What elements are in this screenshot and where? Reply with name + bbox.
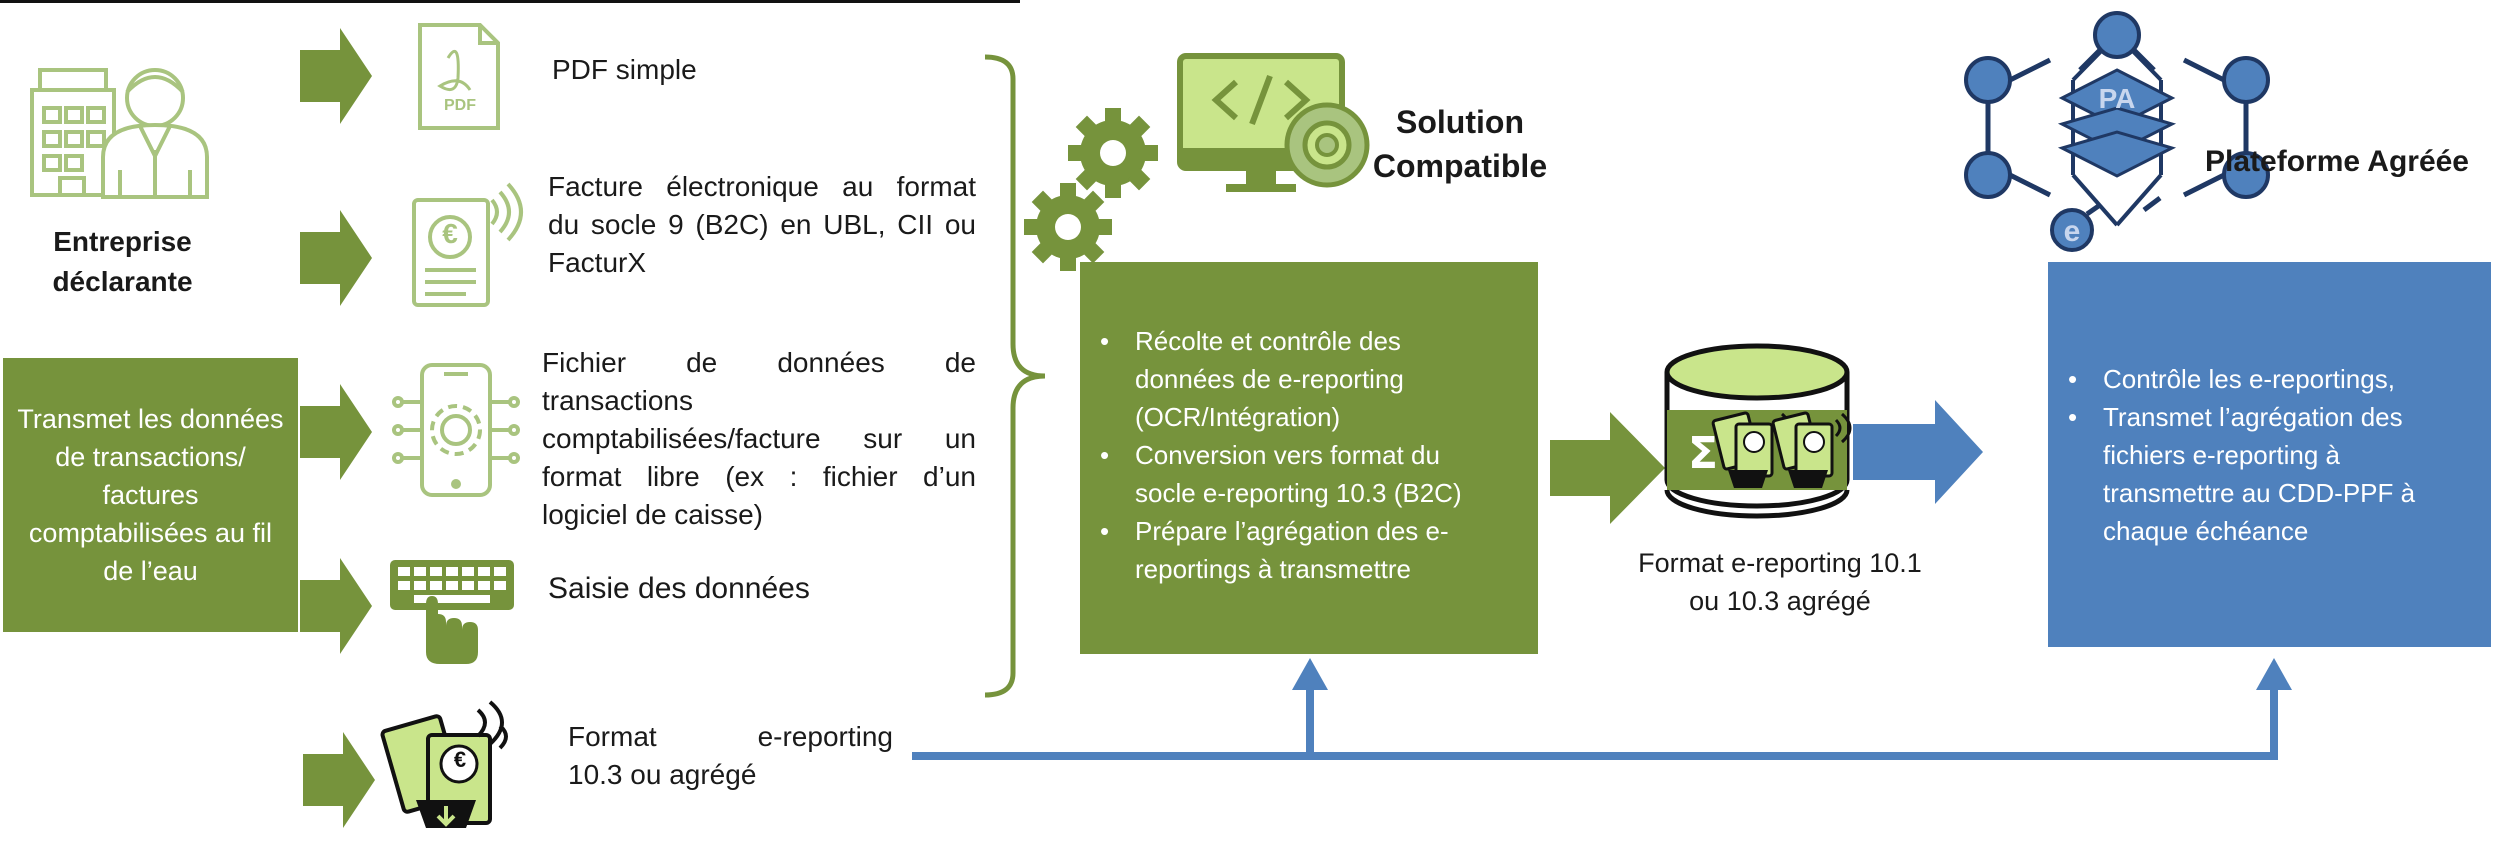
database-caption-line1: Format e-reporting 10.1 xyxy=(1638,548,1922,578)
arrow-free-format xyxy=(300,384,372,480)
solution-title-line1: Solution xyxy=(1396,104,1524,140)
database-icon: Σ xyxy=(1664,343,1852,519)
input-arrows xyxy=(300,28,375,828)
ereporting-docs-icon xyxy=(380,700,508,828)
solution-title: Solution Compatible xyxy=(1355,100,1565,188)
free-line1: Fichier de données de xyxy=(542,347,976,378)
plateforme-bullet: Transmet l’agrégation des fichiers e-rep… xyxy=(2068,398,2491,550)
top-rule xyxy=(0,0,1020,3)
arrow-to-database xyxy=(1550,412,1665,524)
plateforme-bullet-2-line4: chaque échéance xyxy=(2103,516,2309,546)
keyboard-hand-icon xyxy=(390,560,514,664)
format-ereporting-label: Format e-reporting 10.3 ou agrégé xyxy=(568,718,893,794)
solution-title-line2: Compatible xyxy=(1372,148,1548,184)
transmit-line5: de l’eau xyxy=(103,556,198,586)
database-caption: Format e-reporting 10.1 ou 10.3 agrégé xyxy=(1580,544,1980,620)
phone-gear-icon xyxy=(392,363,520,497)
transmit-box: Transmet les données de transactions/ fa… xyxy=(3,358,298,632)
monitor-code-icon xyxy=(1177,53,1370,192)
gears-icon xyxy=(1024,108,1158,271)
sigma-symbol: Σ xyxy=(1688,428,1718,479)
blue-connector xyxy=(912,658,2292,760)
free-line4: format libre (ex : fichier d’un xyxy=(542,461,976,492)
plateforme-title: Plateforme Agréée xyxy=(2205,145,2469,178)
format-line2: 10.3 ou agrégé xyxy=(568,759,757,790)
transmit-line3: factures xyxy=(102,480,199,510)
building-person-icon xyxy=(30,68,209,199)
arrow-ereporting xyxy=(303,732,375,828)
transmit-line1: Transmet les données xyxy=(17,404,284,434)
entreprise-label-line1: Entreprise xyxy=(53,226,192,257)
euro-small-text: € xyxy=(453,747,467,772)
pa-label: PA xyxy=(2099,83,2136,114)
manual-entry-label: Saisie des données xyxy=(548,572,810,605)
pdf-label: PDF simple xyxy=(552,54,697,85)
plateforme-bullet: Contrôle les e-reportings, xyxy=(2068,360,2491,398)
arrow-manual xyxy=(300,558,372,654)
arrow-pdf xyxy=(300,28,372,124)
plateforme-panel: Contrôle les e-reportings, Transmet l’ag… xyxy=(2048,262,2491,647)
solution-bullet-2-line1: Conversion vers format du xyxy=(1135,440,1440,470)
solution-bullet-1-line3: (OCR/Intégration) xyxy=(1135,402,1341,432)
solution-bullet-3-line1: Prépare l’agrégation des e- xyxy=(1135,516,1449,546)
plateforme-bullet-1-line1: Contrôle les e-reportings, xyxy=(2103,364,2395,394)
entreprise-label-line2: déclarante xyxy=(52,266,193,297)
solution-panel: Récolte et contrôle des données de e-rep… xyxy=(1080,262,1538,654)
solution-bullet-1-line1: Récolte et contrôle des xyxy=(1135,326,1401,356)
einvoice-document-icon xyxy=(412,182,523,307)
solution-bullet: Conversion vers format du socle e-report… xyxy=(1100,436,1538,512)
einvoice-line2: du socle 9 (B2C) en UBL, CII ou xyxy=(548,209,976,240)
pa-network-icon: PA e xyxy=(1964,11,2270,252)
transmit-line4: comptabilisées au fil xyxy=(28,518,273,548)
arrow-to-plateforme xyxy=(1853,400,1983,504)
free-format-label: Fichier de données de transactions compt… xyxy=(542,344,976,534)
plateforme-bullet-2-line3: transmettre au CDD-PPF à xyxy=(2103,478,2416,508)
pdf-file-icon xyxy=(418,23,500,130)
database-caption-line2: ou 10.3 agrégé xyxy=(1689,586,1871,616)
e-label: e xyxy=(2064,215,2081,248)
solution-bullet: Récolte et contrôle des données de e-rep… xyxy=(1100,322,1538,436)
format-line1: Format e-reporting xyxy=(568,721,893,752)
transmit-line2: de transactions/ xyxy=(55,442,246,472)
plateforme-bullet-2-line2: fichiers e-reporting à xyxy=(2103,440,2340,470)
solution-bullet-2-line2: socle e-reporting 10.3 (B2C) xyxy=(1135,478,1462,508)
solution-bullet-1-line2: données de e-reporting xyxy=(1135,364,1404,394)
einvoice-line3: FacturX xyxy=(548,247,647,278)
euro-icon-text: € xyxy=(442,218,458,249)
einvoice-label: Facture électronique au format du socle … xyxy=(548,168,976,282)
einvoice-line1: Facture électronique au format xyxy=(548,171,976,202)
free-line2: transactions xyxy=(542,385,693,416)
free-line5: logiciel de caisse) xyxy=(542,499,763,530)
group-brace xyxy=(984,54,1046,698)
free-line3: comptabilisées/facture sur un xyxy=(542,423,976,454)
solution-bullet-3-line2: reportings à transmettre xyxy=(1135,554,1412,584)
pdf-icon-text: PDF xyxy=(444,97,476,114)
solution-bullet: Prépare l’agrégation des e- reportings à… xyxy=(1100,512,1538,588)
entreprise-label: Entreprise déclarante xyxy=(20,222,225,302)
arrow-einvoice xyxy=(300,210,372,306)
plateforme-bullet-2-line1: Transmet l’agrégation des xyxy=(2103,402,2403,432)
